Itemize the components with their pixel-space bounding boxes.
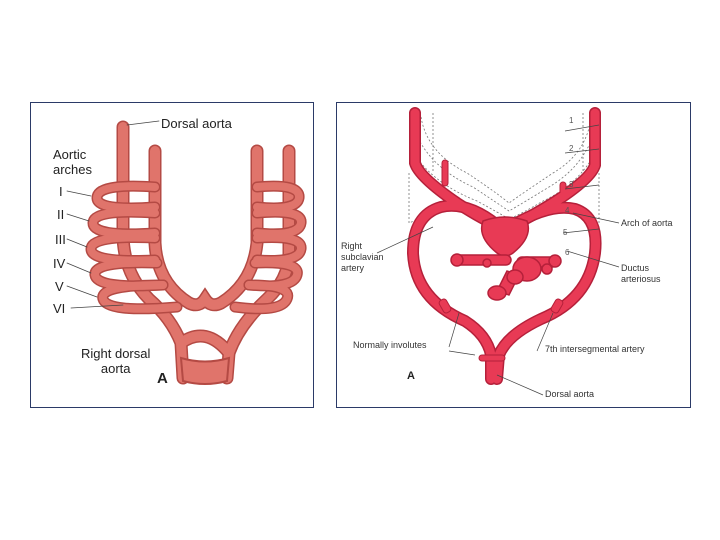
label-arch-of-aorta: Arch of aorta <box>621 219 673 228</box>
label-arch-iii: III <box>55 233 66 246</box>
label-num-5: 5 <box>563 229 567 237</box>
label-arch-iv: IV <box>53 257 65 270</box>
label-arch-v: V <box>55 280 64 293</box>
label-aortic-arches: Aortic arches <box>53 147 92 177</box>
label-arch-ii: II <box>57 208 64 221</box>
label-7th-intersegmental-artery: 7th intersegmental artery <box>545 345 645 354</box>
adult-aortic-arch-derivatives-diagram <box>337 103 691 408</box>
label-num-3: 3 <box>569 181 573 189</box>
label-num-1: 1 <box>569 117 573 125</box>
panel-letter-right: A <box>407 371 415 382</box>
label-right-subclavian-artery: Right subclavian artery <box>341 241 384 274</box>
right-diagram-panel: 1 2 3 4 5 6 Arch of aorta Right subclavi… <box>336 102 691 408</box>
label-num-4: 4 <box>565 207 569 215</box>
label-arch-i: I <box>59 185 63 198</box>
label-arch-vi: VI <box>53 302 65 315</box>
label-normally-involutes: Normally involutes <box>353 341 427 350</box>
label-ductus-arteriosus: Ductus arteriosus <box>621 263 661 285</box>
label-dorsal-aorta-adult: Dorsal aorta <box>545 390 594 399</box>
label-num-2: 2 <box>569 145 573 153</box>
label-num-6: 6 <box>565 249 569 257</box>
label-dorsal-aorta: Dorsal aorta <box>161 117 232 130</box>
panel-letter-left: A <box>157 371 168 386</box>
label-right-dorsal-aorta: Right dorsal aorta <box>81 346 150 376</box>
left-diagram-panel: Dorsal aorta Aortic arches I II III IV V… <box>30 102 314 408</box>
